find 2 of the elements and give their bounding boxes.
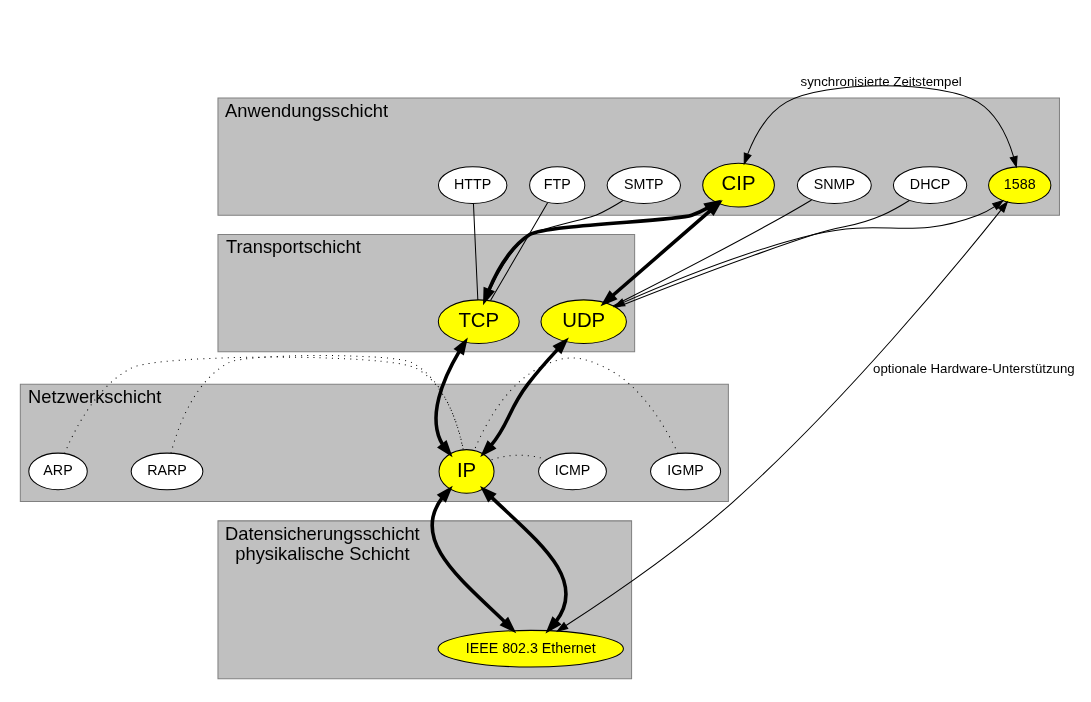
edge-label: optionale Hardware-Unterstützung (873, 360, 1075, 376)
edge-label: synchronisierte Zeitstempel (800, 73, 962, 89)
